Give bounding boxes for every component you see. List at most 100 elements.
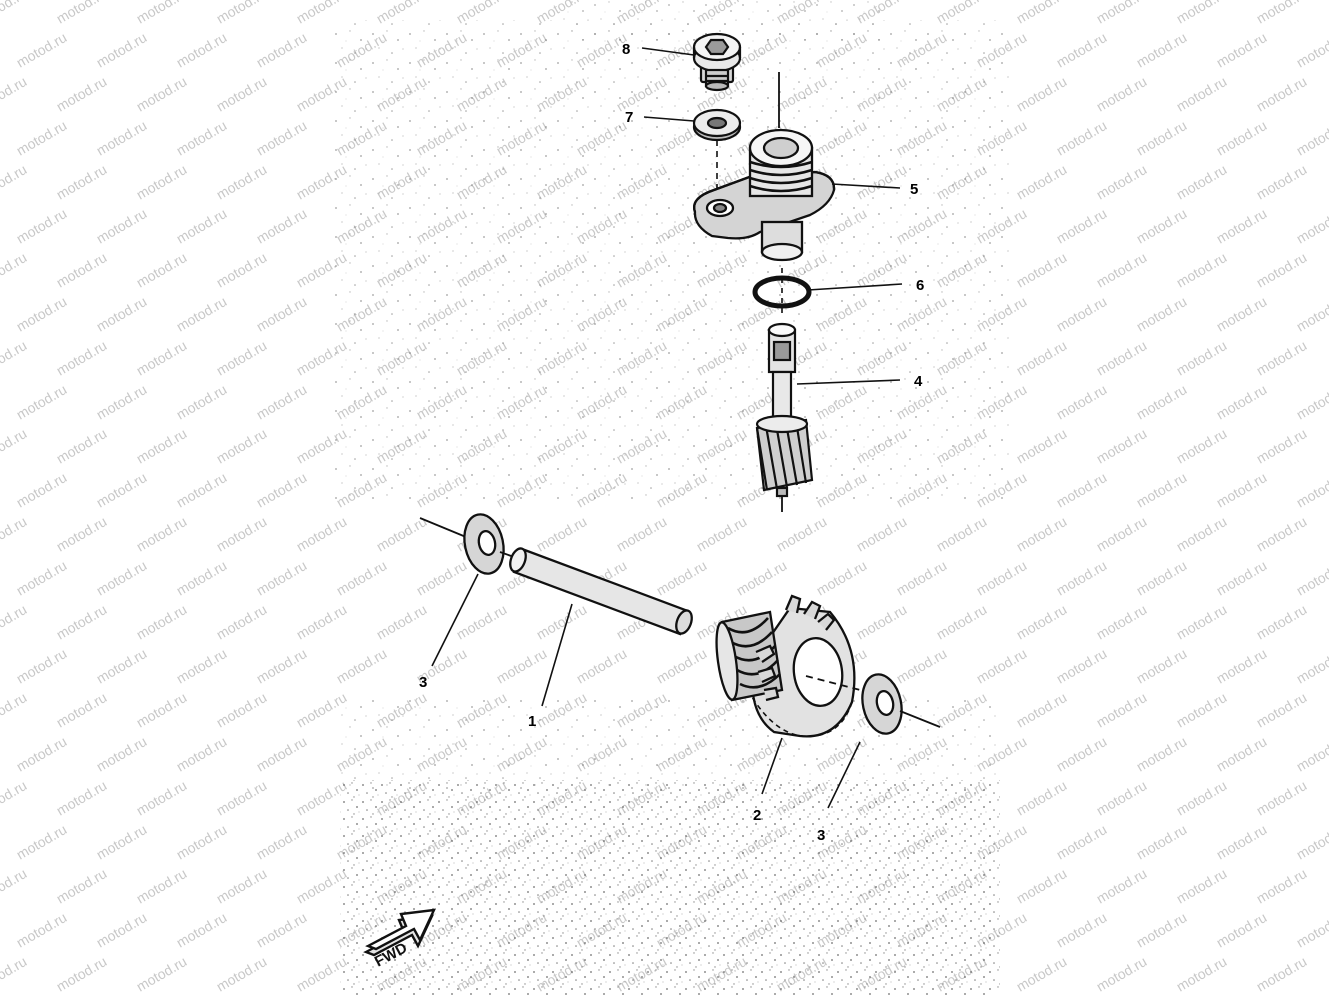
watermark-text: motod.ru	[1054, 205, 1110, 246]
watermark-text: motod.ru	[254, 205, 310, 246]
watermark-text: motod.ru	[1254, 249, 1310, 290]
watermark-text: motod.ru	[1174, 425, 1230, 466]
watermark-text: motod.ru	[0, 689, 29, 730]
watermark-text: motod.ru	[1174, 513, 1230, 554]
watermark-text: motod.ru	[1014, 513, 1070, 554]
watermark-text: motod.ru	[54, 689, 110, 730]
watermark-text: motod.ru	[14, 821, 70, 862]
watermark-text: motod.ru	[214, 161, 270, 202]
watermark-text: motod.ru	[1134, 645, 1190, 686]
watermark-text: motod.ru	[1094, 953, 1150, 994]
watermark-text: motod.ru	[294, 601, 350, 642]
watermark-text: motod.ru	[1094, 865, 1150, 906]
watermark-text: motod.ru	[534, 601, 590, 642]
watermark-text: motod.ru	[1054, 909, 1110, 950]
watermark-text: motod.ru	[0, 73, 29, 114]
watermark-text: motod.ru	[1054, 293, 1110, 334]
watermark-text: motod.ru	[1134, 821, 1190, 862]
watermark-text: motod.ru	[1254, 777, 1310, 818]
watermark-text: motod.ru	[214, 425, 270, 466]
watermark-text: motod.ru	[1214, 469, 1270, 510]
watermark-text: motod.ru	[1094, 601, 1150, 642]
watermark-text: motod.ru	[174, 645, 230, 686]
watermark-text: motod.ru	[1094, 777, 1150, 818]
watermark-text: motod.ru	[0, 249, 29, 290]
watermark-text: motod.ru	[334, 557, 390, 598]
watermark-text: motod.ru	[1094, 689, 1150, 730]
watermark-text: motod.ru	[1214, 909, 1270, 950]
watermark-text: motod.ru	[974, 557, 1030, 598]
watermark-text: motod.ru	[254, 733, 310, 774]
watermark-text: motod.ru	[1054, 117, 1110, 158]
watermark-text: motod.ru	[534, 513, 590, 554]
watermark-text: motod.ru	[1014, 0, 1070, 27]
watermark-text: motod.ru	[694, 513, 750, 554]
watermark-text: motod.ru	[1134, 557, 1190, 598]
watermark-text: motod.ru	[174, 733, 230, 774]
watermark-text: motod.ru	[1054, 557, 1110, 598]
watermark-text: motod.ru	[94, 205, 150, 246]
watermark-text: motod.ru	[0, 513, 29, 554]
watermark-text: motod.ru	[734, 557, 790, 598]
watermark-text: motod.ru	[1054, 469, 1110, 510]
watermark-text: motod.ru	[174, 293, 230, 334]
watermark-text: motod.ru	[134, 601, 190, 642]
watermark-text: motod.ru	[174, 29, 230, 70]
watermark-text: motod.ru	[14, 381, 70, 422]
watermark-text: motod.ru	[1214, 733, 1270, 774]
watermark-text: motod.ru	[1254, 865, 1310, 906]
watermark-text: motod.ru	[1174, 953, 1230, 994]
watermark-text: motod.ru	[1054, 381, 1110, 422]
watermark-text: motod.ru	[174, 205, 230, 246]
watermark-text: motod.ru	[94, 557, 150, 598]
watermark-text: motod.ru	[574, 645, 630, 686]
watermark-text: motod.ru	[14, 293, 70, 334]
watermark-text: motod.ru	[894, 645, 950, 686]
watermark-text: motod.ru	[1174, 73, 1230, 114]
watermark-text: motod.ru	[1214, 293, 1270, 334]
watermark-text: motod.ru	[1214, 117, 1270, 158]
watermark-text: motod.ru	[654, 557, 710, 598]
watermark-text: motod.ru	[1214, 205, 1270, 246]
watermark-text: motod.ru	[1214, 645, 1270, 686]
watermark-text: motod.ru	[614, 513, 670, 554]
watermark-text: motod.ru	[1014, 601, 1070, 642]
watermark-text: motod.ru	[1134, 469, 1190, 510]
watermark-text: motod.ru	[54, 953, 110, 994]
watermark-text: motod.ru	[254, 381, 310, 422]
watermark-text: motod.ru	[1254, 953, 1310, 994]
watermark-text: motod.ru	[134, 249, 190, 290]
watermark-text: motod.ru	[134, 513, 190, 554]
watermark-text: motod.ru	[0, 337, 29, 378]
watermark-text: motod.ru	[1174, 161, 1230, 202]
watermark-text: motod.ru	[854, 601, 910, 642]
watermark-text: motod.ru	[1174, 865, 1230, 906]
watermark-text: motod.ru	[134, 865, 190, 906]
print-noise	[330, 0, 1010, 995]
watermark-text: motod.ru	[494, 645, 550, 686]
watermark-text: motod.ru	[254, 909, 310, 950]
watermark-text: motod.ru	[214, 513, 270, 554]
watermark-text: motod.ru	[1094, 0, 1150, 27]
watermark-text: motod.ru	[974, 645, 1030, 686]
watermark-text: motod.ru	[1254, 337, 1310, 378]
watermark-text: motod.ru	[254, 821, 310, 862]
watermark-text: motod.ru	[94, 733, 150, 774]
callout-5: 5	[910, 181, 918, 198]
watermark-text: motod.ru	[54, 249, 110, 290]
watermark-text: motod.ru	[1174, 249, 1230, 290]
watermark-text: motod.ru	[0, 601, 29, 642]
callout-7: 7	[625, 109, 633, 126]
watermark-text: motod.ru	[1294, 645, 1329, 686]
part-8-bolt	[694, 34, 740, 90]
watermark-text: motod.ru	[14, 469, 70, 510]
watermark-text: motod.ru	[14, 909, 70, 950]
watermark-text: motod.ru	[254, 557, 310, 598]
watermark-text: motod.ru	[1014, 337, 1070, 378]
watermark-text: motod.ru	[174, 557, 230, 598]
watermark-text: motod.ru	[174, 821, 230, 862]
watermark-text: motod.ru	[1294, 29, 1329, 70]
watermark-text: motod.ru	[214, 337, 270, 378]
watermark-text: motod.ru	[1014, 425, 1070, 466]
watermark-text: motod.ru	[94, 645, 150, 686]
